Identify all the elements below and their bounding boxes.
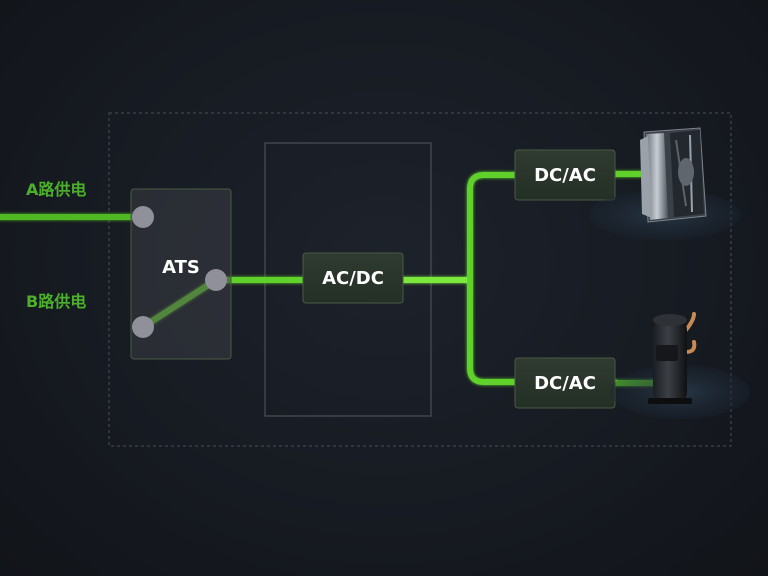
inverter-1-label: DC/AC <box>534 164 596 186</box>
rectifier-box <box>302 252 404 304</box>
inverter-box-1 <box>514 149 616 201</box>
feed-b-label: B路供电 <box>26 292 87 311</box>
system-boundary <box>108 112 732 447</box>
rectifier-label: AC/DC <box>322 267 384 289</box>
fan-icon <box>589 127 741 240</box>
feed-a-label: A路供电 <box>26 180 87 199</box>
compressor-icon <box>610 312 750 419</box>
ats-input-a-node <box>132 206 154 228</box>
ats-input-b-node <box>132 316 154 338</box>
dc-bus-line <box>467 172 518 385</box>
inverter-2-label: DC/AC <box>534 372 596 394</box>
ats-label: ATS <box>162 256 200 278</box>
ats-box <box>130 188 232 360</box>
ats-output-node <box>205 269 227 291</box>
